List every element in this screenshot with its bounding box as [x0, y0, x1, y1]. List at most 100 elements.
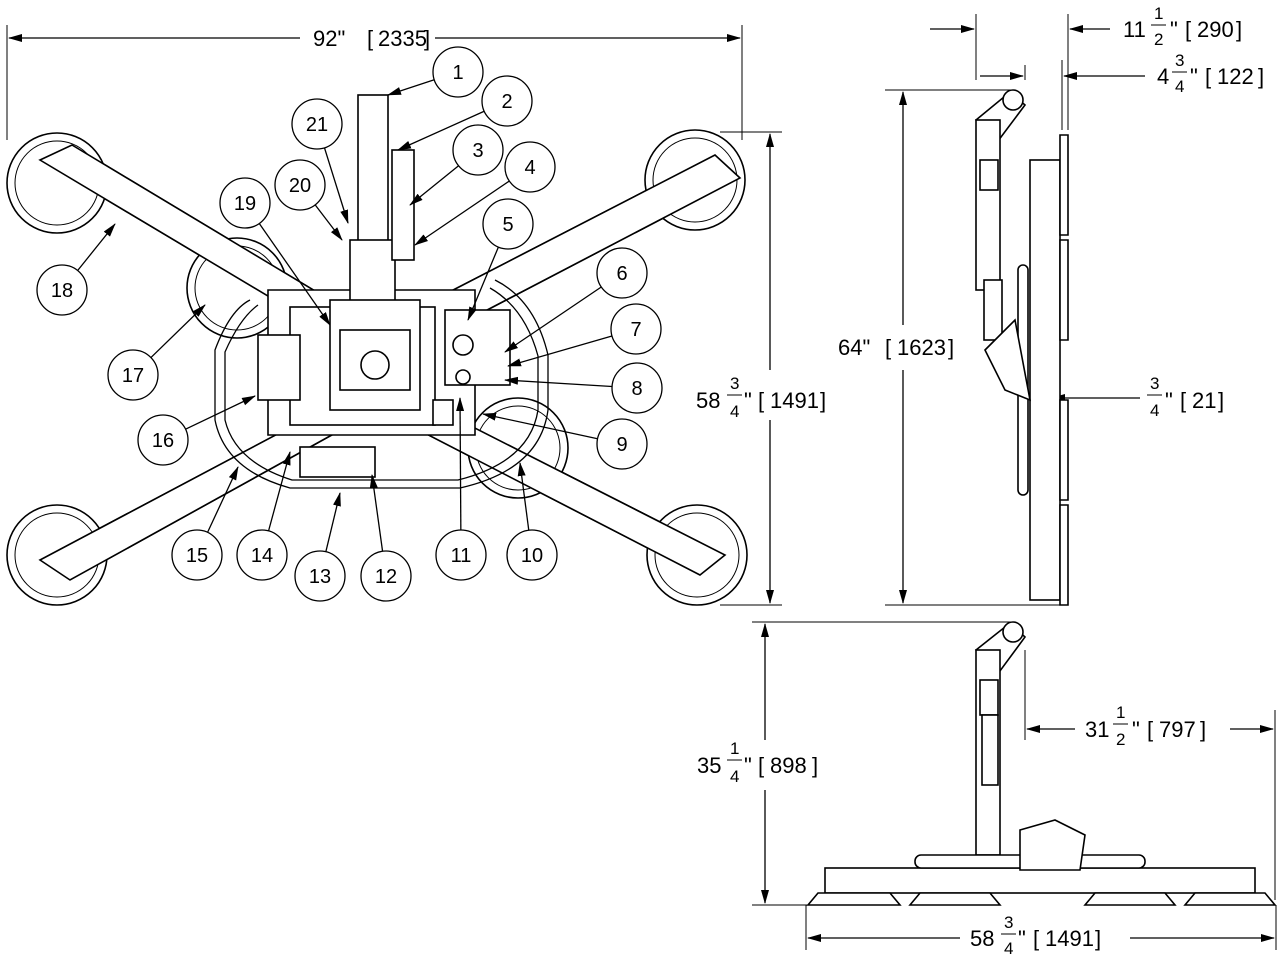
callout-label: 9: [616, 434, 627, 456]
svg-text:3: 3: [1175, 51, 1184, 70]
callout-20: 20: [274, 159, 343, 241]
callout-leader: [387, 79, 435, 96]
callout-leader: [77, 223, 116, 271]
svg-text:": ": [744, 753, 752, 778]
svg-text:1: 1: [730, 739, 739, 758]
callout-leader: [314, 204, 343, 241]
svg-text:]: ]: [812, 753, 818, 778]
callout-label: 14: [251, 545, 273, 567]
callout-circle: [435, 529, 487, 581]
svg-text:64": 64": [838, 335, 870, 360]
dim-side-offset: 3 4 " [ 21 ]: [1147, 374, 1224, 420]
svg-text:2: 2: [1154, 30, 1163, 49]
callout-label: 1: [452, 62, 463, 84]
callout-circle: [236, 529, 288, 581]
svg-text:4: 4: [730, 767, 739, 786]
svg-text:[: [: [1147, 717, 1153, 742]
callout-label: 10: [521, 545, 543, 567]
callout-leader: [409, 165, 459, 206]
svg-text:797: 797: [1159, 717, 1196, 742]
side-view: [885, 14, 1145, 606]
svg-text:92": 92": [313, 26, 345, 51]
svg-text:[: [: [1180, 388, 1186, 413]
svg-text:]: ]: [1218, 388, 1224, 413]
callout-10: 10: [506, 462, 558, 581]
svg-text:21: 21: [1192, 388, 1216, 413]
svg-text:[: [: [1185, 17, 1191, 42]
callout-leader: [258, 223, 331, 326]
svg-text:898: 898: [770, 753, 807, 778]
svg-text:1623: 1623: [897, 335, 946, 360]
svg-text:[: [: [758, 753, 764, 778]
callout-label: 6: [616, 263, 627, 285]
svg-text:1: 1: [1116, 703, 1125, 722]
callout-label: 15: [186, 545, 208, 567]
callout-leader: [325, 492, 341, 552]
callout-circle: [432, 46, 484, 98]
callout-circle: [36, 264, 88, 316]
callout-3: 3: [409, 124, 504, 206]
svg-text:": ": [1190, 64, 1198, 89]
bottom-view: [752, 621, 1277, 950]
callout-leader: [517, 462, 530, 531]
callout-17: 17: [107, 304, 206, 401]
callout-circle: [171, 529, 223, 581]
callout-circle: [291, 98, 343, 150]
svg-text:]: ]: [948, 335, 954, 360]
callout-circle: [294, 550, 346, 602]
callout-label: 4: [524, 157, 535, 179]
callout-8: 8: [504, 362, 663, 414]
svg-text:3: 3: [730, 374, 739, 393]
dim-overall-width: 92" [ 2335 ]: [313, 26, 430, 51]
callout-18: 18: [36, 223, 116, 316]
callout-14: 14: [236, 451, 291, 581]
callout-circle: [274, 159, 326, 211]
callout-circle: [137, 414, 189, 466]
callout-label: 19: [234, 193, 256, 215]
dim-side-height: 64" [ 1623 ]: [838, 335, 954, 360]
callout-leader: [267, 451, 291, 532]
svg-text:4: 4: [1150, 401, 1159, 420]
callout-circle: [610, 303, 662, 355]
svg-text:122: 122: [1217, 64, 1254, 89]
callout-leader: [504, 376, 613, 388]
callout-label: 11: [451, 545, 472, 567]
svg-text:1491: 1491: [1045, 926, 1094, 951]
callout-circle: [504, 141, 556, 193]
callout-circle: [482, 198, 534, 250]
svg-text:": ": [1165, 388, 1173, 413]
svg-text:31: 31: [1085, 717, 1109, 742]
svg-text:4: 4: [1157, 64, 1169, 89]
callout-circle: [360, 550, 412, 602]
callout-leader: [323, 147, 349, 224]
callout-label: 7: [630, 319, 641, 341]
svg-text:[: [: [1033, 926, 1039, 951]
callout-leader: [467, 246, 499, 321]
callout-leader: [369, 474, 384, 552]
svg-text:": ": [1170, 17, 1178, 42]
callout-label: 21: [306, 114, 328, 136]
svg-text:[: [: [758, 388, 764, 413]
callout-16: 16: [137, 395, 256, 466]
svg-text:": ": [1018, 926, 1026, 951]
svg-text:3: 3: [1150, 374, 1159, 393]
callout-circle: [452, 124, 504, 176]
svg-text:": ": [1132, 717, 1140, 742]
callout-label: 3: [472, 140, 483, 162]
callout-leader: [482, 412, 598, 440]
dim-side-top-depth: 11 1 2 " [ 290 ]: [1123, 4, 1242, 49]
callout-label: 20: [289, 175, 311, 197]
svg-text:]: ]: [1258, 64, 1264, 89]
callout-circle: [219, 177, 271, 229]
svg-text:[: [: [885, 335, 891, 360]
callout-label: 2: [501, 91, 512, 113]
callout-15: 15: [171, 466, 239, 581]
callout-circle: [596, 418, 648, 470]
svg-text:58: 58: [970, 926, 994, 951]
callout-circle: [481, 75, 533, 127]
svg-text:2: 2: [1116, 730, 1125, 749]
callout-leader: [185, 395, 256, 430]
svg-text:]: ]: [1200, 717, 1206, 742]
